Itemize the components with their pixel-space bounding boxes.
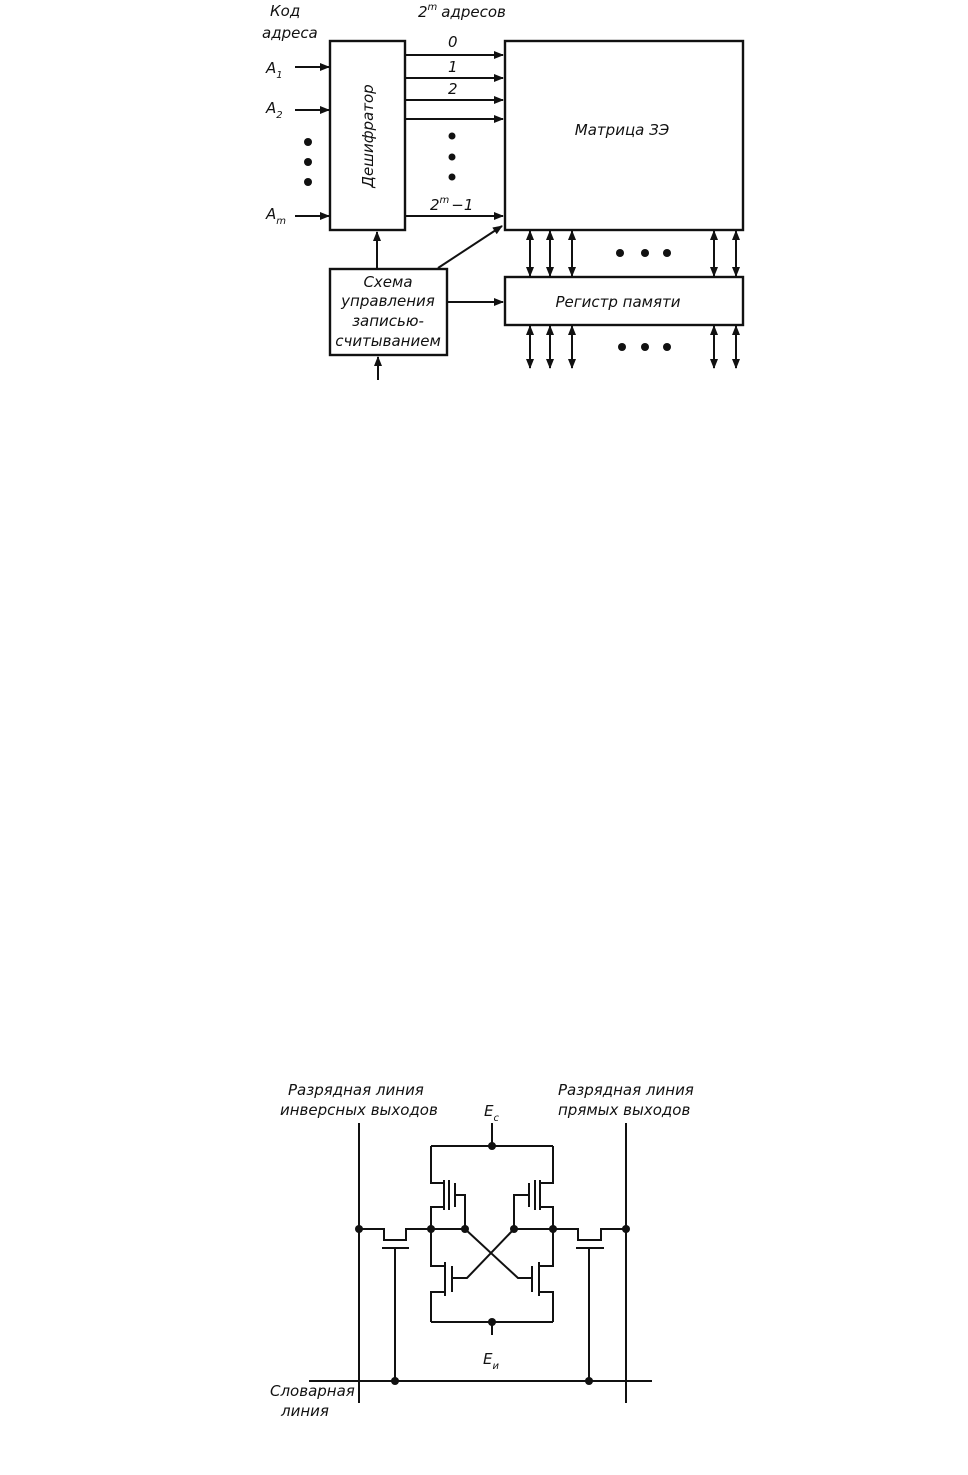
control-label-4: считыванием [335,332,441,350]
control-to-matrix-arrow [437,225,503,269]
line-label-last: 2m−1 [430,195,473,214]
wordline-label-2: линия [280,1402,329,1420]
wordline-label-1: Словарная [270,1382,355,1400]
right-bitline-label-2: прямых выходов [558,1101,690,1119]
line-label-2: 2 [448,80,458,98]
line-label-1: 1 [448,58,458,76]
ellipsis-dot [448,132,456,140]
control-label-3: записью- [352,312,424,330]
supply-label: Ec [484,1102,499,1124]
left-bitline-label-2: инверсных выходов [280,1101,438,1119]
ground-label: Eи [483,1350,499,1372]
register-io-buses [526,325,740,369]
read-write-control-block [328,267,449,357]
input-a1-label: A1 [265,59,283,81]
memory-matrix-block [503,39,745,232]
address-code-label-2: адреса [262,24,318,42]
decoder-block [328,39,407,232]
right-driver-transistor [464,1228,554,1322]
junction-dots [355,1142,630,1385]
input-am-label: Am [265,205,286,227]
matrix-label: Матрица ЗЭ [575,121,670,139]
ellipsis-dot [448,173,456,181]
memory-register-block [503,275,745,327]
left-bitline-label-1: Разрядная линия [288,1081,424,1099]
address-code-label-1: Код [270,2,300,20]
matrix-register-buses [526,230,740,277]
register-label: Регистр памяти [555,293,680,311]
control-label-2: управления [340,292,435,310]
left-load-transistor [430,1146,466,1229]
right-bitline-label-1: Разрядная линия [558,1081,694,1099]
ellipsis-dot [448,153,456,161]
ellipsis-dot [304,138,312,146]
left-driver-transistor [430,1228,515,1322]
left-access-transistor [359,1228,465,1381]
control-label-1: Схема [363,273,412,291]
ellipsis-dot [304,158,312,166]
ellipsis-dot [304,178,312,186]
right-access-transistor [514,1228,626,1381]
right-load-transistor [513,1146,554,1229]
line-label-0: 0 [448,33,458,51]
memory-cell-schematic: Разрядная линия инверсных выходов Разряд… [270,1081,694,1420]
decoder-label: Дешифратор [359,84,377,188]
input-a2-label: A2 [265,99,283,121]
